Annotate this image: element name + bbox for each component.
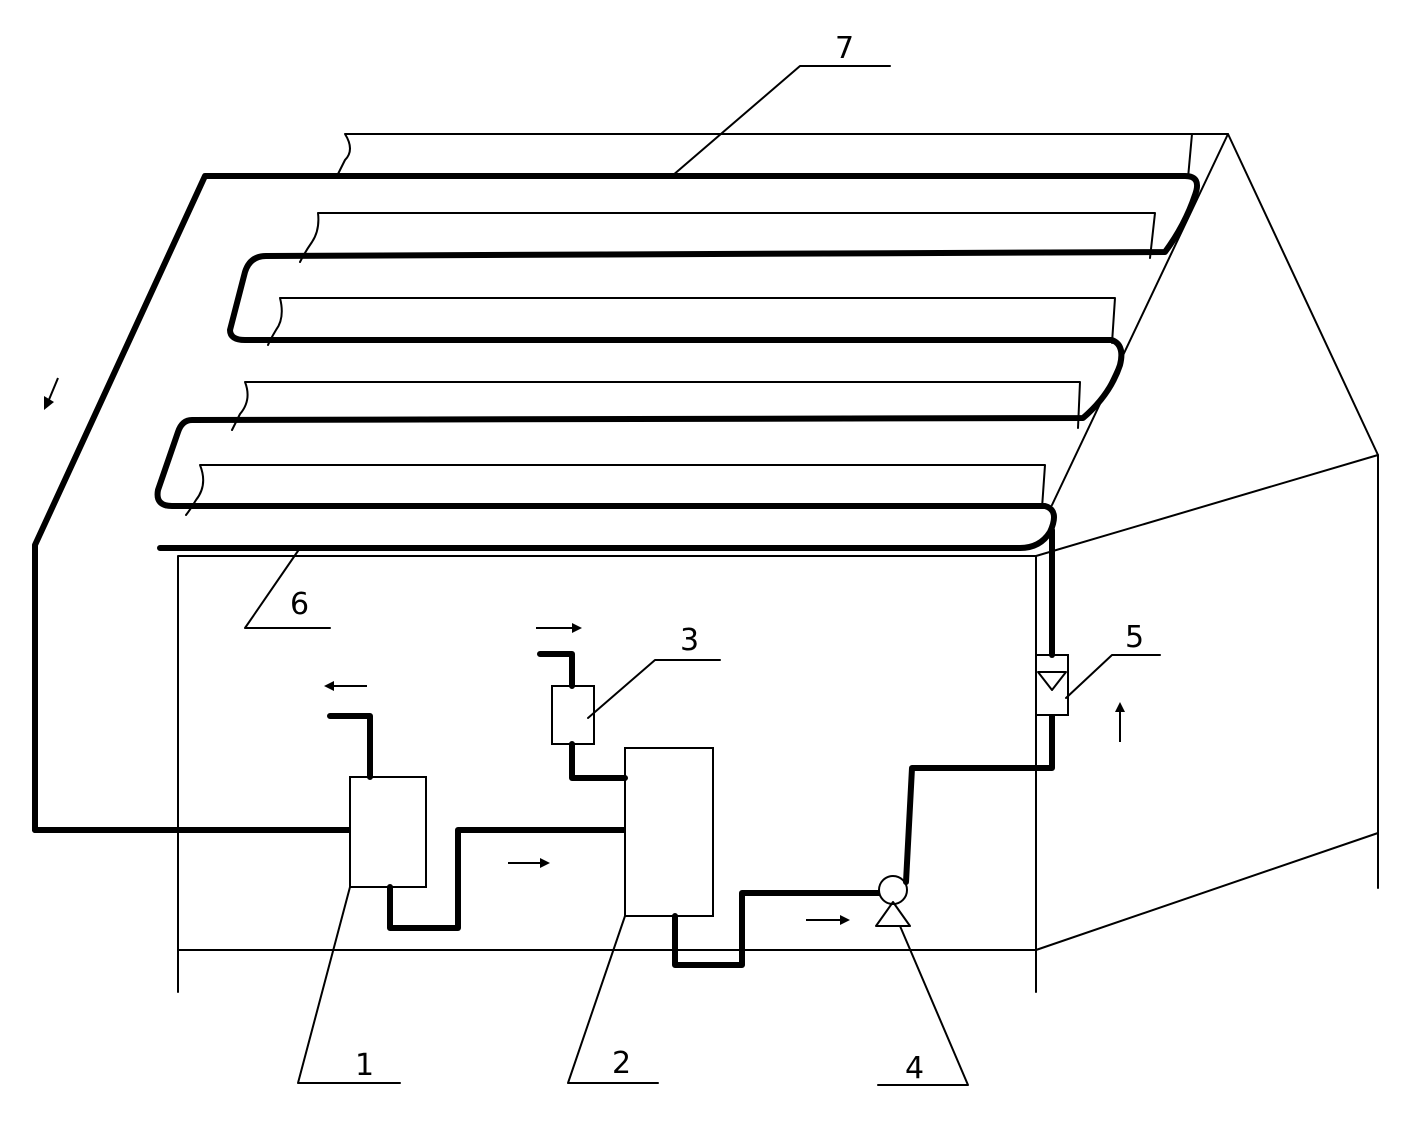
house-outline bbox=[177, 133, 1379, 993]
label-2: 2 bbox=[612, 1046, 631, 1081]
valve-symbol bbox=[1037, 671, 1067, 691]
component-2-box bbox=[624, 747, 714, 917]
arrow-up-valve bbox=[1115, 702, 1125, 742]
house-front-wall bbox=[177, 555, 1037, 993]
component-1-box bbox=[349, 776, 427, 888]
component-3-to-2-pipe bbox=[569, 741, 628, 781]
component-1-to-2-pipe bbox=[387, 827, 628, 931]
leader-6 bbox=[244, 547, 331, 629]
valve-box bbox=[1035, 654, 1069, 716]
label-5: 5 bbox=[1125, 620, 1144, 655]
component-3-unit bbox=[537, 651, 628, 781]
arrow-left-pipe bbox=[44, 377, 59, 410]
arrow-1-to-2 bbox=[508, 858, 550, 868]
flow-arrows bbox=[44, 377, 1125, 925]
leader-lines bbox=[244, 65, 1161, 1086]
arrow-component-3-inlet bbox=[536, 623, 582, 633]
label-3: 3 bbox=[680, 623, 699, 658]
collector-strip-1 bbox=[335, 133, 1193, 179]
pump-to-valve-pipe bbox=[903, 713, 1055, 885]
component-3-inlet-pipe bbox=[537, 651, 575, 689]
collector-strip-5 bbox=[185, 464, 1046, 516]
component-labels: 7 6 3 5 1 2 4 bbox=[290, 31, 1144, 1086]
leader-4 bbox=[877, 925, 969, 1086]
component-2-to-pump-pipe bbox=[672, 890, 883, 968]
component-5-valve bbox=[1035, 527, 1069, 716]
house-side-floor-line bbox=[1035, 832, 1379, 951]
roof-collector-panels bbox=[185, 133, 1193, 516]
label-6: 6 bbox=[290, 587, 309, 622]
label-4: 4 bbox=[905, 1051, 924, 1086]
leader-7 bbox=[671, 65, 891, 177]
component-4-pump bbox=[875, 713, 1055, 927]
roof-slope-edge bbox=[1051, 133, 1229, 506]
pipe-serpentine bbox=[32, 173, 1200, 833]
pump-base bbox=[875, 901, 911, 927]
label-1: 1 bbox=[355, 1048, 374, 1083]
leader-3 bbox=[587, 659, 721, 719]
pump-body bbox=[878, 875, 908, 905]
collector-pipe-serpentine bbox=[32, 173, 1200, 833]
collector-strip-4 bbox=[231, 381, 1081, 431]
arrow-component-1-outlet bbox=[324, 681, 367, 691]
leader-2 bbox=[567, 915, 659, 1084]
leader-1 bbox=[297, 886, 401, 1084]
house-gable-end bbox=[1035, 454, 1379, 889]
arrow-2-to-pump bbox=[806, 915, 850, 925]
house-gable-roof-edge bbox=[1187, 133, 1379, 456]
component-1-outlet-pipe bbox=[327, 713, 373, 780]
leader-5 bbox=[1065, 654, 1161, 699]
component-3-box bbox=[551, 685, 595, 745]
component-2-unit bbox=[624, 747, 883, 968]
label-7: 7 bbox=[835, 31, 854, 66]
component-1-unit bbox=[327, 713, 628, 931]
